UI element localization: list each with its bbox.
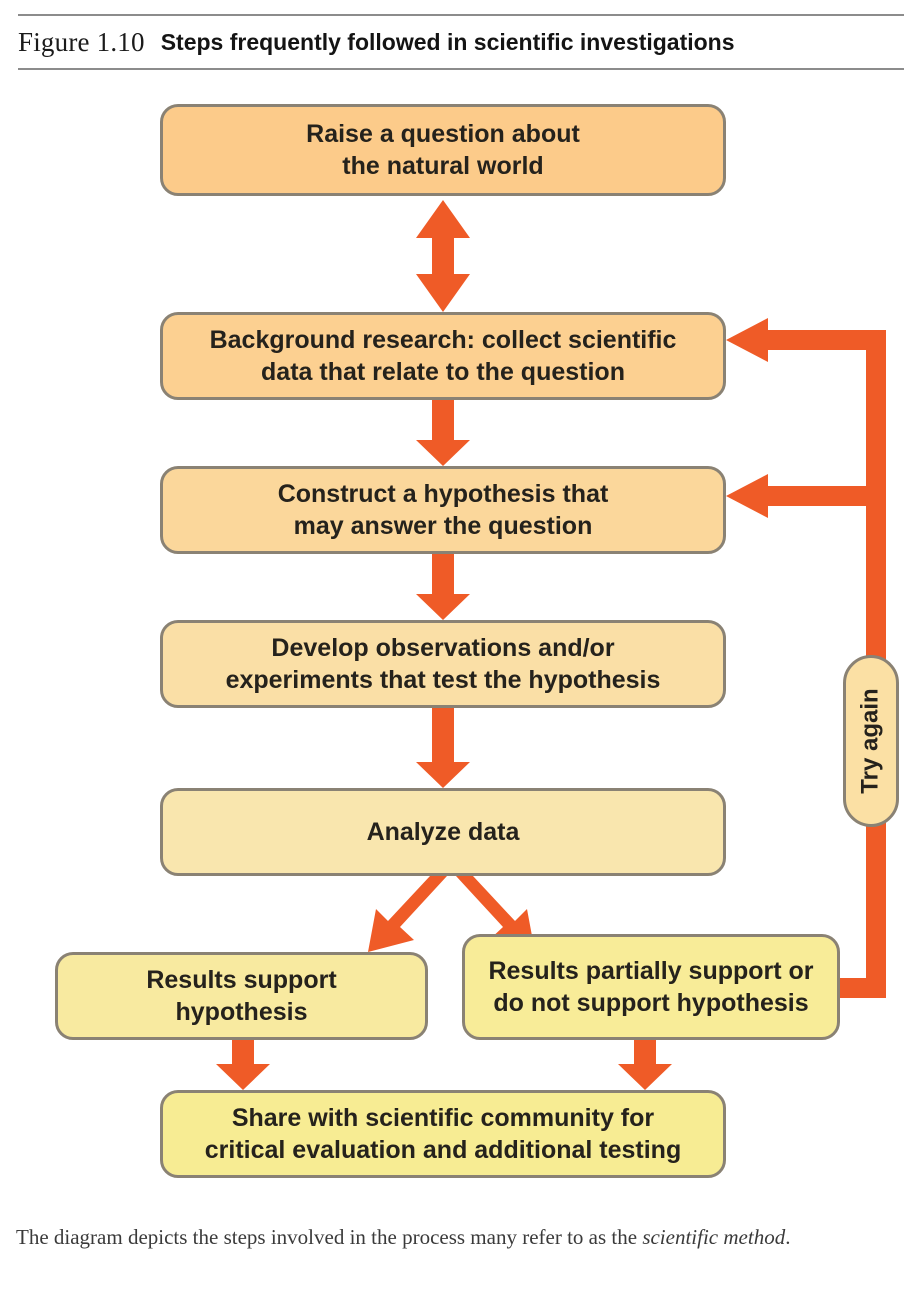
step-box-raise-question[interactable]: Raise a question about the natural world [160,104,726,196]
connector-support-share [216,1040,270,1090]
step-label: Results partially support or do not supp… [488,957,814,1017]
step-label: Develop observations and/or experiments … [225,634,661,694]
step-label: Construct a hypothesis that may answer t… [277,480,609,540]
step-label: Background research: collect scientific … [209,326,677,386]
figure-caption: The diagram depicts the steps involved i… [16,1222,896,1252]
connector-partial-share [618,1040,672,1090]
step-box-share-with-community[interactable]: Share with scientific community for crit… [160,1090,726,1178]
step-label: Share with scientific community for crit… [204,1104,682,1164]
try-again-label: Try again [857,688,884,794]
step-label: Analyze data [366,818,520,846]
connector-background-hypothesis [416,400,470,466]
caption-text-before: The diagram depicts the steps involved i… [16,1225,643,1249]
figure-header: Figure 1.10 Steps frequently followed in… [18,14,904,70]
connector-hypothesis-experiments [416,554,470,620]
figure-number: Figure 1.10 [18,26,145,57]
figure-title: Steps frequently followed in scientific … [160,28,735,55]
step-box-background-research[interactable]: Background research: collect scientific … [160,312,726,400]
caption-text-italic: scientific method [642,1225,786,1249]
step-label: Raise a question about the natural world [306,120,580,180]
try-again-label-pill[interactable]: Try again [843,655,899,827]
step-box-analyze-data[interactable]: Analyze data [160,788,726,876]
step-box-construct-hypothesis[interactable]: Construct a hypothesis that may answer t… [160,466,726,554]
step-box-develop-experiments[interactable]: Develop observations and/or experiments … [160,620,726,708]
connector-question-background [416,200,470,312]
step-box-results-partial-support[interactable]: Results partially support or do not supp… [462,934,840,1040]
step-box-results-support[interactable]: Results support hypothesis [55,952,428,1040]
connector-experiments-analyze [416,708,470,788]
step-label: Results support hypothesis [146,966,337,1026]
caption-text-after: . [785,1225,791,1249]
